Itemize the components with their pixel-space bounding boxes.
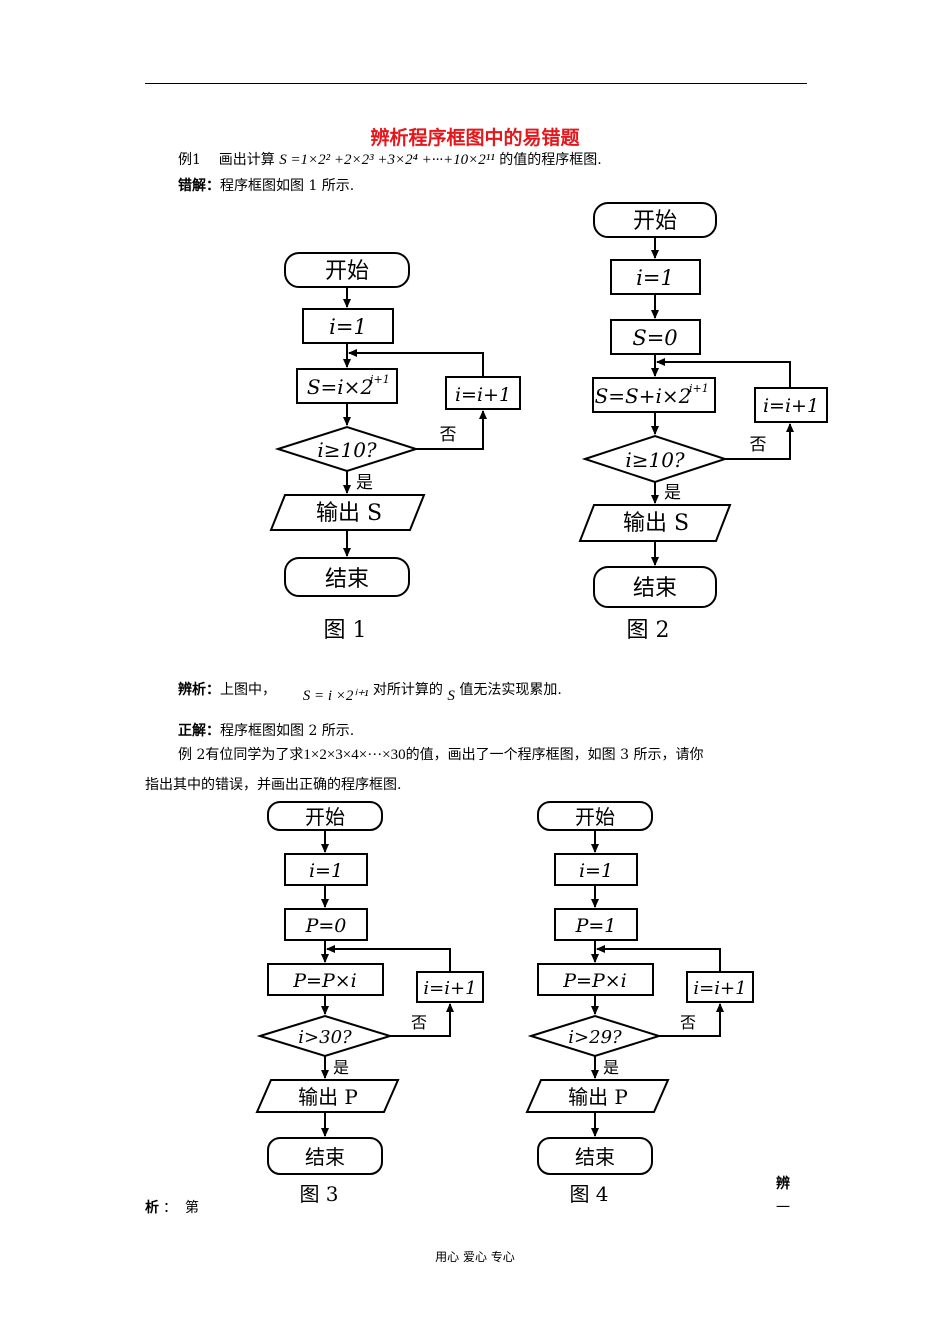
fig2-init-s-label: S=0 — [632, 326, 677, 350]
example2-line1: 例 2有位同学为了求1×2×3×4×···×30的值，画出了一个程序框图，如图 … — [178, 745, 703, 765]
fig1-init-i-label: i=1 — [329, 315, 367, 339]
fig2-labels: 开始 i=1 S=0 S=S+i×2 i+1 i=i+1 i≥10? 否 是 输… — [595, 209, 819, 643]
fig2-body-sup: i+1 — [689, 382, 709, 395]
fig1-output-node — [269, 494, 426, 531]
analysis1-line: 辨析：上图中， S = i ×2ⁱ⁺¹ 对所计算的 S 值无法实现累加. — [178, 676, 562, 704]
fig2-inc-label: i=i+1 — [763, 395, 819, 417]
example2-formula: 1×2×3×4×···×30 — [303, 747, 406, 763]
fig2-output-node — [578, 504, 732, 542]
analysis2-sep: ： — [163, 1200, 177, 1216]
analysis1-formula: S = i ×2ⁱ⁺¹ — [302, 688, 369, 704]
figure-1 — [269, 252, 521, 597]
analysis2-right1: 辨 — [776, 1176, 790, 1192]
fig2-no-label: 否 — [750, 435, 767, 455]
analysis1-text2: 对所计算的 — [372, 682, 443, 698]
fig4-cond-label: i>29? — [568, 1027, 622, 1048]
fig3-end-label: 结束 — [305, 1145, 345, 1169]
fig1-cond-label: i≥10? — [317, 438, 377, 462]
figure-2 — [578, 202, 828, 608]
fig3-end-node — [267, 1137, 383, 1175]
fig1-end-label: 结束 — [325, 567, 369, 592]
fig1-body-label: S=i×2 — [307, 375, 373, 399]
analysis1-label: 辨析： — [178, 682, 220, 698]
example1-intro: 画出计算 — [218, 152, 275, 168]
fig1-yes-label: 是 — [356, 473, 373, 493]
example1-outro: 的值的程序框图. — [499, 152, 602, 168]
fig2-yes-label: 是 — [664, 483, 681, 503]
fig3-cond-label: i>30? — [298, 1027, 352, 1048]
example2-text1: 有位同学为了求 — [205, 747, 304, 763]
analysis1-var: S — [447, 688, 455, 704]
example1-formula: S =1×2² +2×2³ +3×2⁴ +···+10×2¹¹ — [279, 152, 495, 168]
example1-line: 例1 画出计算 S =1×2² +2×2³ +3×2⁴ +···+10×2¹¹ … — [178, 150, 602, 170]
fig3-body-label: P=P×i — [292, 970, 357, 992]
example2-text2: 的值，画出了一个程序框图，如图 3 所示，请你 — [405, 747, 704, 763]
fig4-inc-label: i=i+1 — [693, 978, 746, 999]
figure-4 — [525, 801, 754, 1175]
header-rule — [145, 83, 807, 84]
fig3-output-label: 输出 P — [298, 1085, 358, 1109]
fig4-labels: 开始 i=1 P=1 P=P×i i=i+1 i>29? 否 是 输出 P 结束… — [562, 805, 746, 1206]
fig3-yes-label: 是 — [333, 1058, 349, 1077]
page-title: 辨析程序框图中的易错题 — [370, 127, 580, 149]
fig4-body-label: P=P×i — [562, 970, 627, 992]
fig2-init-i-label: i=1 — [636, 266, 674, 290]
analysis2-part1-text: 析 — [145, 1200, 159, 1216]
fig1-start-label: 开始 — [325, 259, 369, 284]
fig2-end-node — [593, 566, 717, 608]
example2-line2: 指出其中的错误，并画出正确的程序框图. — [145, 777, 402, 793]
correct-solution-text: 程序框图如图 2 所示. — [220, 723, 355, 739]
fig4-no-label: 否 — [680, 1013, 696, 1032]
fig4-end-node — [537, 1137, 653, 1175]
fig1-end-node — [284, 557, 410, 597]
fig4-start-label: 开始 — [575, 805, 615, 829]
correct-solution-label: 正解： — [178, 723, 220, 739]
fig1-body-sup: i+1 — [370, 373, 390, 386]
figure-3 — [255, 801, 484, 1175]
fig4-caption: 图 4 — [569, 1182, 608, 1206]
fig2-output-label: 输出 S — [623, 511, 689, 536]
fig3-output-node — [255, 1079, 400, 1113]
fig1-inc-label: i=i+1 — [455, 384, 511, 406]
fig4-init-p-label: P=1 — [575, 915, 617, 937]
fig4-yes-label: 是 — [603, 1058, 619, 1077]
fig1-output-label: 输出 S — [316, 501, 382, 526]
example2-label: 例 2 — [178, 747, 206, 763]
fig2-caption: 图 2 — [627, 618, 670, 643]
fig4-output-node — [525, 1079, 670, 1113]
fig4-end-label: 结束 — [575, 1145, 615, 1169]
analysis2-part1: 析 — [145, 1198, 159, 1218]
wrong-solution-text: 程序框图如图 1 所示. — [220, 178, 355, 194]
fig2-start-label: 开始 — [633, 209, 677, 234]
fig3-inc-label: i=i+1 — [423, 978, 476, 999]
analysis1-text3: 值无法实现累加. — [459, 682, 562, 698]
analysis2-part2: 第 — [185, 1200, 199, 1216]
fig4-init-i-label: i=1 — [579, 860, 613, 882]
wrong-solution-label: 错解： — [178, 178, 220, 194]
fig1-no-label: 否 — [440, 425, 457, 445]
analysis1-text1: 上图中， — [220, 682, 276, 698]
fig1-labels: 开始 i=1 S=i×2 i+1 i=i+1 i≥10? 否 是 输出 S 结束… — [307, 259, 511, 643]
fig3-labels: 开始 i=1 P=0 P=P×i i=i+1 i>30? 否 是 输出 P 结束… — [292, 805, 476, 1206]
fig3-init-i-label: i=1 — [309, 860, 343, 882]
fig2-body-label: S=S+i×2 — [595, 384, 692, 408]
fig1-caption: 图 1 — [324, 618, 367, 643]
fig2-end-label: 结束 — [633, 576, 677, 601]
fig2-cond-label: i≥10? — [625, 448, 685, 472]
page-footer: 用心 爱心 专心 — [435, 1250, 515, 1264]
fig3-caption: 图 3 — [299, 1182, 338, 1206]
wrong-solution-line: 错解：程序框图如图 1 所示. — [178, 176, 354, 196]
correct-solution-line: 正解：程序框图如图 2 所示. — [178, 721, 354, 741]
fig4-output-label: 输出 P — [568, 1085, 628, 1109]
fig3-no-label: 否 — [411, 1013, 427, 1032]
fig3-init-p-label: P=0 — [305, 915, 347, 937]
fig3-start-label: 开始 — [305, 805, 345, 829]
example1-label: 例1 — [178, 152, 201, 168]
analysis2-right2: 一 — [776, 1200, 790, 1216]
